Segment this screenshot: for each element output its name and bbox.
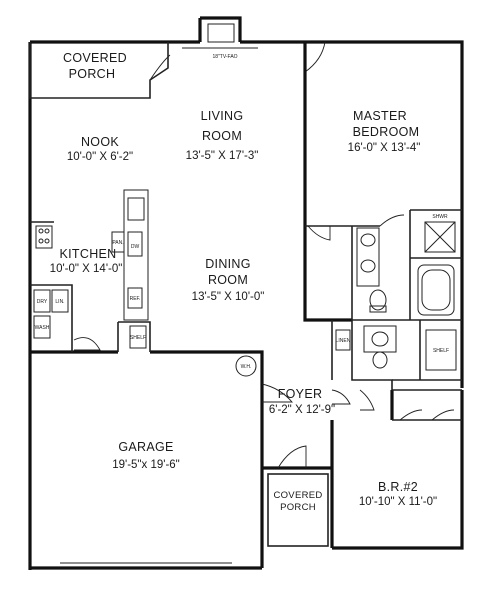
rear-door-swing <box>304 41 326 73</box>
linen-label: LIN. <box>55 299 64 305</box>
room-labels: NOOK 10'-0" X 6'-2" LIVING ROOM 13'-5" X… <box>50 109 437 513</box>
entry-porch <box>267 389 351 547</box>
garage-dims: 19'-5"x 19'-6" <box>112 459 180 471</box>
nook-dims: 10'-0" X 6'-2" <box>67 151 133 163</box>
dining-room-dims: 13'-5" X 10'-0" <box>192 291 265 303</box>
water-heater-label: W.H. <box>241 364 252 370</box>
dining-room-name-2: ROOM <box>208 273 248 287</box>
porch-top-label-1: COVERED <box>63 51 127 65</box>
garage-name: GARAGE <box>118 440 173 454</box>
fireplace-label: 18"TV-FAO <box>212 54 237 60</box>
living-room-name-2: ROOM <box>202 129 242 143</box>
bedroom-2-name: B.R.#2 <box>378 480 418 494</box>
porch-entry-name-2: PORCH <box>280 502 316 513</box>
master-bath: SHWR <box>356 214 456 316</box>
covered-porch-top: COVERED PORCH <box>29 42 171 99</box>
master-bedroom-name-1: MASTER <box>353 109 407 123</box>
living-room-dims: 13'-5" X 17'-3" <box>186 150 259 162</box>
exterior-walls <box>28 16 464 570</box>
porch-entry-name-1: COVERED <box>273 490 322 501</box>
closet-hall-label: SHELF <box>433 348 449 354</box>
living-room-name-1: LIVING <box>201 109 244 123</box>
bedroom-2-dims: 10'-10" X 11'-0" <box>359 496 437 508</box>
dining-room-name-1: DINING <box>205 257 251 271</box>
nook-name: NOOK <box>81 135 119 149</box>
hall-bath: LINEN SHELF <box>331 320 462 420</box>
pantry-label: PAN. <box>112 240 123 246</box>
dryer-label: DRY <box>37 299 48 305</box>
master-bedroom-dims: 16'-0" X 13'-4" <box>348 142 421 154</box>
washer-label: WASH <box>35 325 50 331</box>
ref-label: REF. <box>130 296 141 302</box>
kitchen-dims: 10'-0" X 14'-0" <box>50 263 123 275</box>
master-bedroom-name-2: BEDROOM <box>353 125 420 139</box>
dishwasher-label: DW <box>131 244 140 250</box>
porch-top-label-2: PORCH <box>69 67 116 81</box>
kitchen-name: KITCHEN <box>60 247 117 261</box>
bedroom-2-walls <box>359 389 462 421</box>
kitchen-cabinets: DW REF. PAN. DRY WASH LIN. SHELF <box>30 189 151 352</box>
linen-hall-label: LINEN <box>336 338 351 344</box>
foyer-dims: 6'-2" X 12'-9" <box>269 404 335 416</box>
garage-fixtures: W.H. <box>60 355 293 564</box>
master-walls <box>303 42 462 322</box>
shower-label: SHWR <box>432 214 448 220</box>
shelf-label: SHELF <box>130 335 146 341</box>
foyer-name: FOYER <box>278 387 323 401</box>
